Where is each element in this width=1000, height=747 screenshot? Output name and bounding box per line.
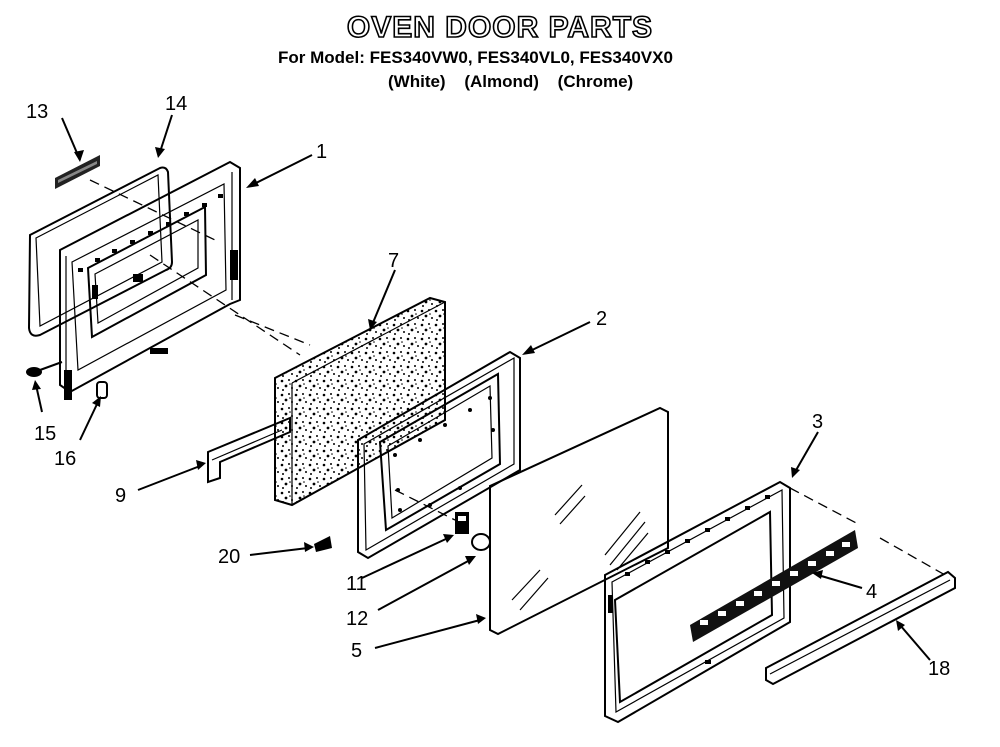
part-11-latch: [455, 512, 469, 534]
part-4-control-panel: [690, 530, 858, 642]
callout-7: 7: [388, 250, 399, 272]
part-16-clip: [96, 381, 108, 399]
callout-9: 9: [115, 485, 126, 507]
callout-3: 3: [812, 411, 823, 433]
callout-14: 14: [165, 93, 187, 115]
callout-11: 11: [346, 573, 367, 595]
callout-20: 20: [218, 546, 240, 568]
color-variants: (White) (Almond) (Chrome): [388, 72, 645, 92]
callout-18: 18: [928, 658, 950, 680]
variant-chrome: (Chrome): [557, 72, 634, 91]
part-1-inner-door: [59, 160, 241, 400]
part-15-screw: [26, 361, 63, 377]
callout-2: 2: [596, 308, 607, 330]
part-3-outer-door: [604, 480, 791, 724]
part-20-screw: [314, 536, 332, 552]
callout-labels: 13 14 1 7 2 3 4 5 12 11 20 9 15 16 18: [26, 93, 950, 680]
variant-white: (White): [388, 72, 446, 91]
callout-13: 13: [26, 101, 48, 123]
part-9-bracket: [207, 416, 291, 484]
part-2-liner: [357, 350, 521, 560]
part-7-insulation: [274, 296, 446, 507]
part-5-glass: [489, 406, 669, 636]
callout-5: 5: [351, 640, 362, 662]
part-12-bumper: [471, 533, 491, 551]
assembly-lines: [89, 179, 946, 576]
variant-almond: (Almond): [464, 72, 539, 91]
callout-1: 1: [316, 141, 327, 163]
part-13-badge: [55, 155, 100, 189]
callout-4: 4: [866, 581, 877, 603]
diagram-title: OVEN DOOR PARTS: [346, 11, 654, 45]
model-line: For Model: FES340VW0, FES340VL0, FES340V…: [278, 48, 673, 67]
callout-15: 15: [34, 423, 56, 445]
part-18-trim-strip: [765, 570, 956, 686]
callout-16: 16: [54, 448, 76, 470]
leader-arrows: [32, 114, 931, 661]
callout-12: 12: [346, 608, 368, 630]
part-14-gasket: [27, 166, 174, 337]
